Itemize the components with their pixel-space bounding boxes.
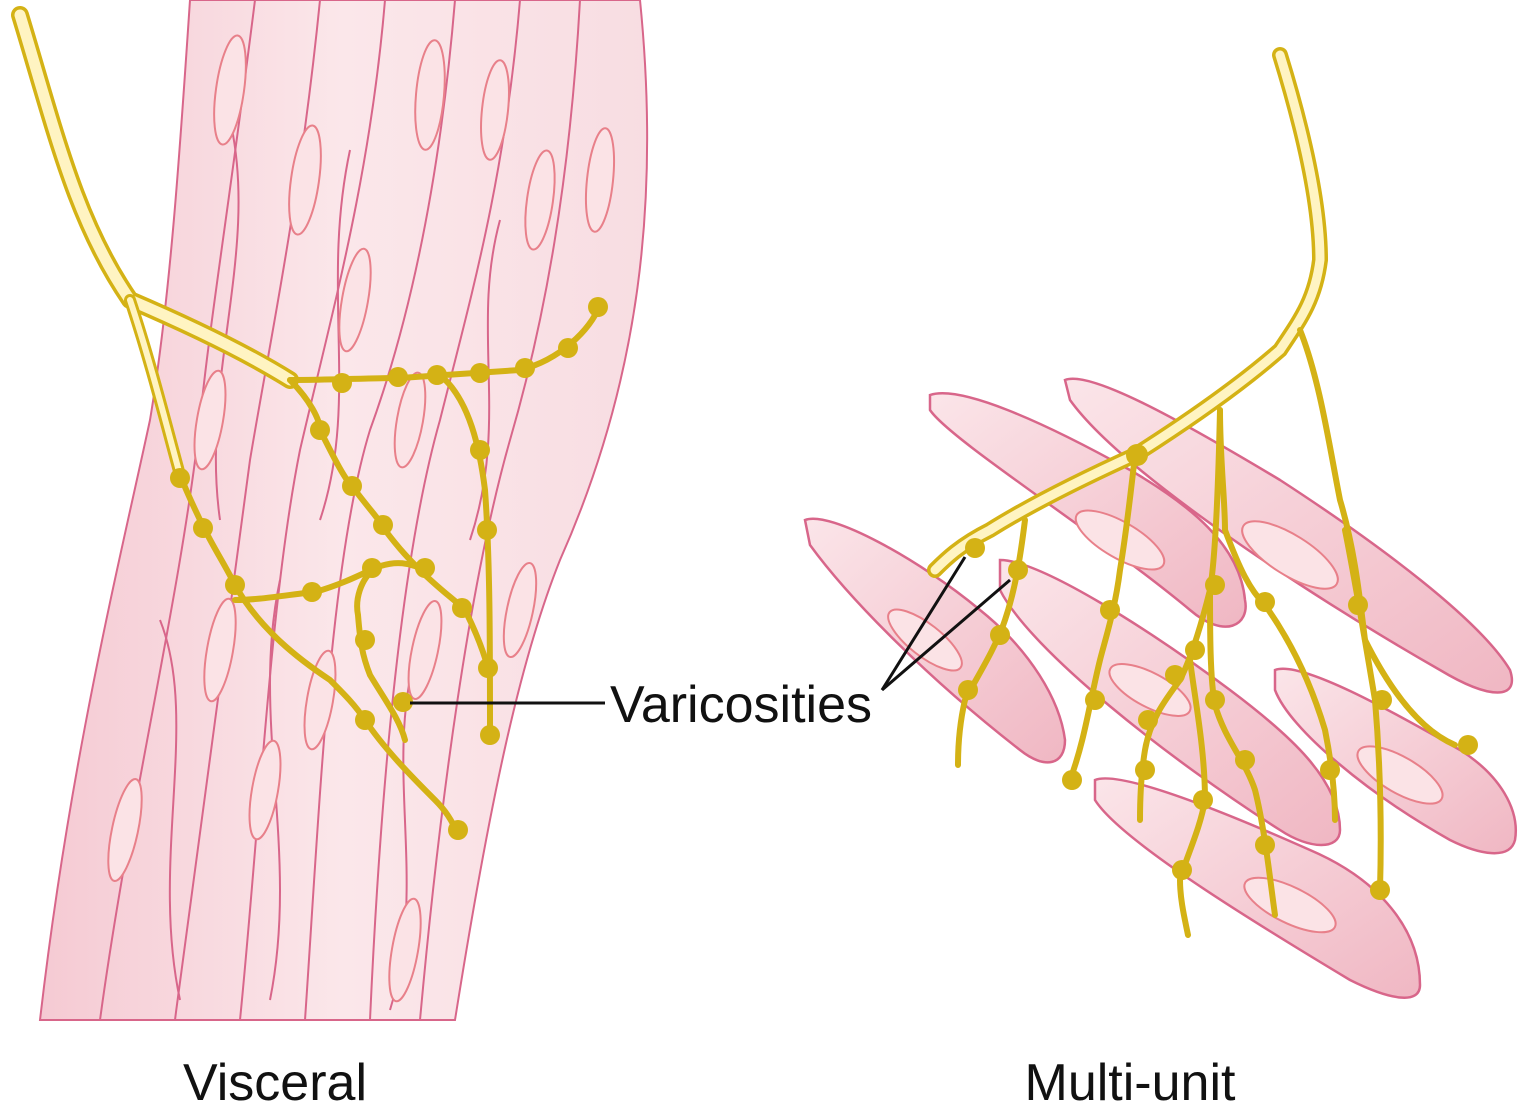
varicosities-label: Varicosities: [610, 676, 872, 734]
visceral-label: Visceral: [183, 1054, 367, 1109]
multi-unit-label: Multi-unit: [1025, 1054, 1236, 1109]
visceral-muscle-sheet: [40, 0, 647, 1020]
